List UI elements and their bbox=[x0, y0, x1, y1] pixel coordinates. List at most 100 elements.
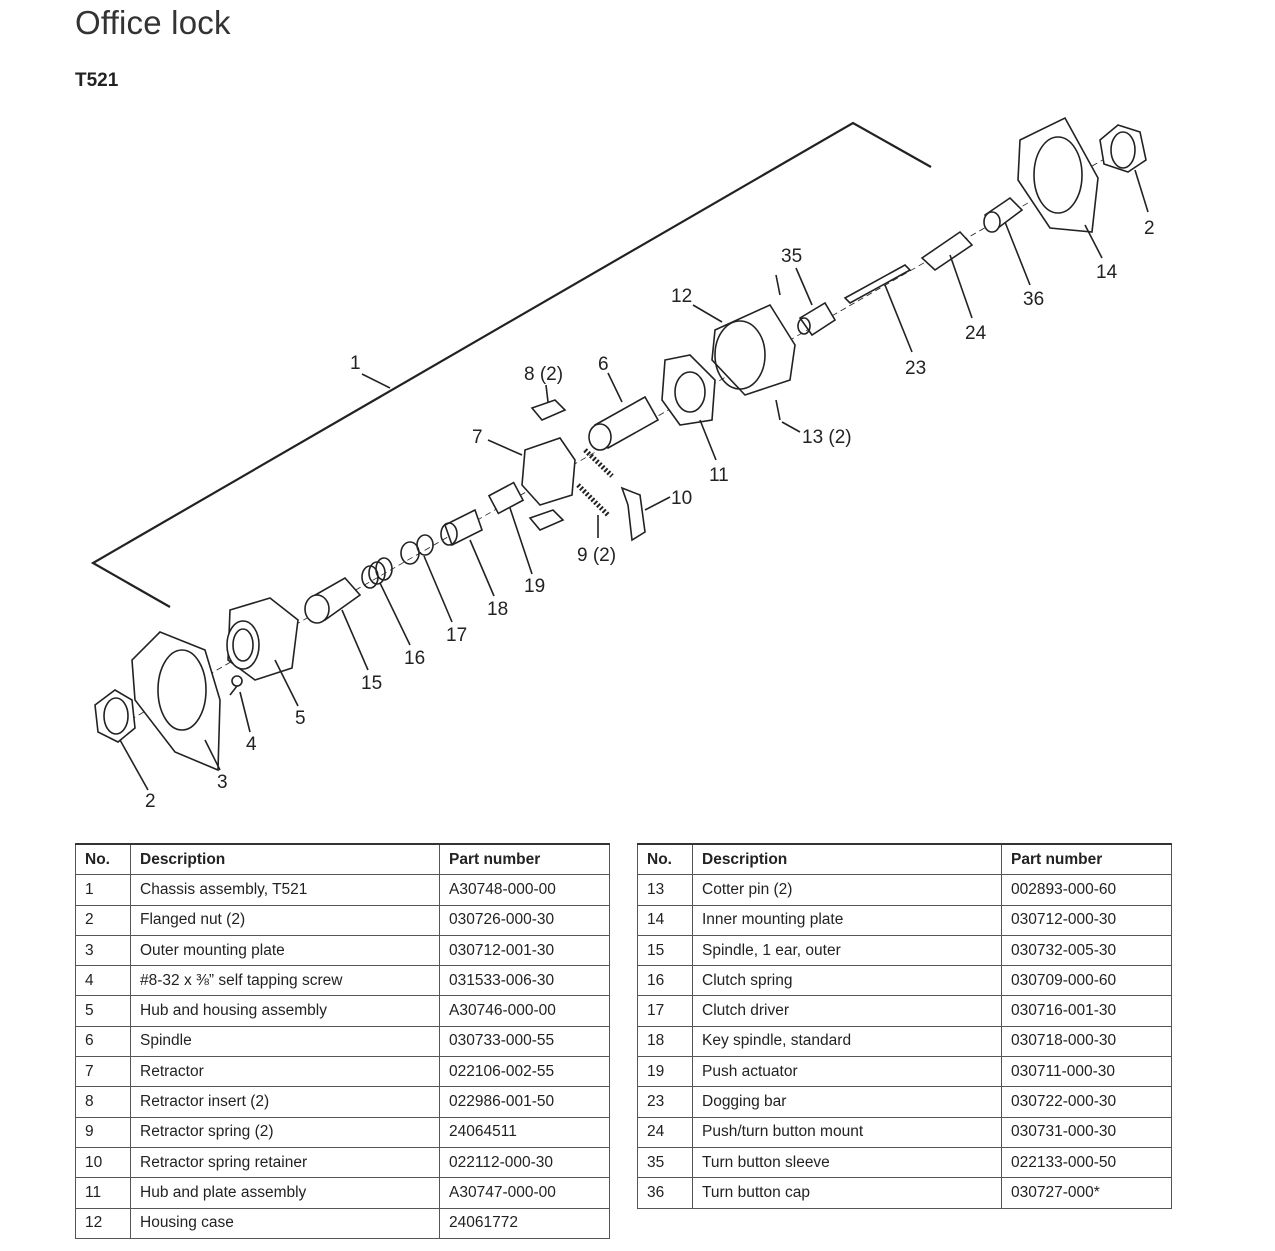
callout-18: 18 bbox=[487, 599, 508, 620]
description-cell: Hub and plate assembly bbox=[130, 1177, 440, 1209]
part-number-cell: 022133-000-50 bbox=[1001, 1146, 1172, 1179]
part-number-cell: 030711-000-30 bbox=[1001, 1056, 1172, 1088]
part-no-cell: 17 bbox=[637, 995, 693, 1027]
callout-36: 36 bbox=[1023, 289, 1044, 310]
description-cell: Push/turn button mount bbox=[692, 1116, 1002, 1148]
description-cell: Chassis assembly, T521 bbox=[130, 874, 440, 906]
clutch-spring bbox=[361, 557, 393, 589]
part-no-cell: 12 bbox=[75, 1207, 131, 1239]
header-part-number: Part number bbox=[439, 843, 610, 876]
part-no-cell: 9 bbox=[75, 1116, 131, 1148]
part-number-cell: 030726-000-30 bbox=[439, 904, 610, 936]
callout-5: 5 bbox=[295, 708, 306, 729]
part-number-cell: 022106-002-55 bbox=[439, 1056, 610, 1088]
retractor bbox=[521, 437, 576, 506]
turn-button-cap bbox=[983, 196, 1024, 233]
retractor-spring-retainer bbox=[620, 486, 646, 542]
callout-23: 23 bbox=[905, 358, 926, 379]
header-description: Description bbox=[130, 843, 440, 876]
callout-15: 15 bbox=[361, 673, 382, 694]
spindle-outer bbox=[304, 576, 362, 624]
callout-17: 17 bbox=[446, 625, 467, 646]
part-number-cell: 002893-000-60 bbox=[1001, 874, 1172, 906]
callout-4: 4 bbox=[246, 734, 257, 755]
part-no-cell: 6 bbox=[75, 1025, 131, 1058]
description-cell: #8-32 x ⅜” self tapping screw bbox=[130, 965, 440, 997]
part-number-cell: 030718-000-30 bbox=[1001, 1025, 1172, 1058]
callout-19: 19 bbox=[524, 576, 545, 597]
description-cell: Spindle, 1 ear, outer bbox=[692, 934, 1002, 967]
callout-35: 35 bbox=[781, 246, 802, 267]
turn-button-sleeve bbox=[797, 301, 837, 337]
spindle bbox=[588, 395, 660, 451]
part-no-cell: 35 bbox=[637, 1146, 693, 1179]
description-cell: Retractor spring (2) bbox=[130, 1116, 440, 1148]
part-no-cell: 11 bbox=[75, 1177, 131, 1209]
description-cell: Clutch driver bbox=[692, 995, 1002, 1027]
callout-8: 8 (2) bbox=[524, 364, 563, 385]
callout-7: 7 bbox=[472, 427, 483, 448]
hub-housing-assembly bbox=[226, 597, 299, 681]
callout-labels: 1 2 14 36 24 35 23 12 6 8 (2) 7 13 (2) 1… bbox=[145, 218, 1155, 812]
part-number-cell: 030712-001-30 bbox=[439, 934, 610, 967]
part-number-cell: A30748-000-00 bbox=[439, 874, 610, 906]
callout-1: 1 bbox=[350, 353, 361, 374]
part-number-cell: 030716-001-30 bbox=[1001, 995, 1172, 1027]
description-cell: Dogging bar bbox=[692, 1086, 1002, 1118]
retractor-insert bbox=[528, 399, 567, 531]
part-no-cell: 5 bbox=[75, 995, 131, 1027]
outer-mounting-plate bbox=[131, 631, 221, 772]
part-number-cell: 030732-005-30 bbox=[1001, 934, 1172, 967]
callout-14: 14 bbox=[1096, 262, 1118, 283]
dogging-bar bbox=[843, 264, 912, 304]
description-cell: Housing case bbox=[130, 1207, 440, 1239]
clutch-driver bbox=[400, 534, 434, 565]
part-number-cell: 022112-000-30 bbox=[439, 1146, 610, 1179]
description-cell: Retractor insert (2) bbox=[130, 1086, 440, 1118]
flanged-nut-left bbox=[94, 689, 136, 743]
callout-16: 16 bbox=[404, 648, 425, 669]
hub-plate-assembly bbox=[661, 354, 716, 426]
part-number-cell: 030733-000-55 bbox=[439, 1025, 610, 1058]
callout-24: 24 bbox=[965, 323, 987, 344]
header-no: No. bbox=[75, 843, 131, 876]
part-no-cell: 3 bbox=[75, 934, 131, 967]
callout-2-right: 2 bbox=[1144, 218, 1155, 239]
callout-10: 10 bbox=[671, 488, 692, 509]
retractor-springs bbox=[576, 448, 614, 517]
part-no-cell: 18 bbox=[637, 1025, 693, 1058]
part-number-cell: 030727-000* bbox=[1001, 1177, 1172, 1209]
part-no-cell: 16 bbox=[637, 965, 693, 997]
header-description: Description bbox=[692, 843, 1002, 876]
part-no-cell: 15 bbox=[637, 934, 693, 967]
description-cell: Retractor bbox=[130, 1056, 440, 1088]
inner-mounting-plate bbox=[1017, 116, 1099, 233]
flanged-nut-right bbox=[1099, 124, 1147, 173]
part-no-cell: 2 bbox=[75, 904, 131, 936]
callout-13: 13 (2) bbox=[802, 427, 852, 448]
callout-9: 9 (2) bbox=[577, 545, 616, 566]
housing-case bbox=[711, 303, 796, 396]
part-no-cell: 4 bbox=[75, 965, 131, 997]
part-no-cell: 19 bbox=[637, 1056, 693, 1088]
screw bbox=[229, 675, 243, 696]
part-number-cell: 030722-000-30 bbox=[1001, 1086, 1172, 1118]
